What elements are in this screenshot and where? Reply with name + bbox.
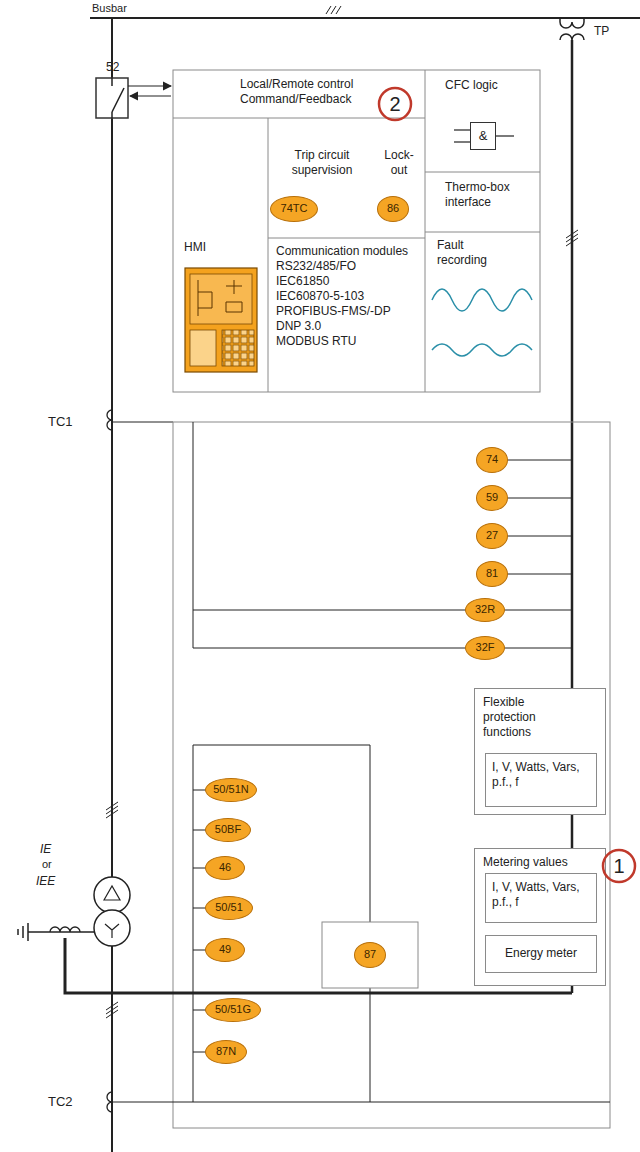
current-label: IEE [36,874,55,888]
metering-box: Metering values I, V, Watts, Vars, p.f., … [474,848,606,986]
function-code: 87 [364,948,376,962]
box-heading: Energy meter [492,946,590,961]
function-oval: 27 [476,523,508,549]
function-oval: 32F [465,636,505,660]
box-text: RS232/485/FO [276,259,417,274]
function-oval: 46 [205,856,245,880]
function-oval: 59 [476,485,508,511]
meter-box: Energy meter [485,935,597,973]
callout-number: 2 [378,92,412,116]
function-code: 74 [486,453,498,467]
box-heading: Thermo-box interface [445,180,520,210]
box-heading: I, V, Watts, Vars, p.f., f [492,760,590,790]
function-code: 32F [476,641,495,655]
function-oval: 74 [476,447,508,473]
box-text: PROFIBUS-FMS/-DP [276,304,417,319]
value-box: I, V, Watts, Vars, p.f., f [485,753,597,807]
function-oval: 86 [377,196,409,222]
function-code: 50BF [215,823,241,837]
ct-label: TC1 [48,414,73,430]
function-code: 87N [216,1045,236,1059]
function-code: 74TC [281,202,308,216]
box-heading: Fault recording [437,238,500,268]
function-oval: 50/51N [205,778,257,802]
box-heading: & [479,128,488,144]
function-oval: 50/51G [205,998,261,1022]
transformer-label: TP [594,24,609,38]
hmi-box: HMI [178,240,258,260]
box-heading: I, V, Watts, Vars, p.f., f [492,880,590,910]
device-number: 52 [106,60,119,74]
function-oval: 87N [205,1040,247,1064]
function-oval: 50/51 [205,896,253,920]
supervision-box: Trip circuit supervision Lock-out 74TC 86 [268,118,425,238]
box-text: DNP 3.0 [276,319,417,334]
box-heading: Metering values [483,855,597,870]
box-heading: HMI [184,240,252,255]
function-box: Flexible protection functions I, V, Watts… [474,688,606,815]
function-code: 81 [486,567,498,581]
ct-label: TC2 [48,1094,73,1110]
function-oval: 49 [205,938,245,962]
box-text: Lock-out [378,148,420,178]
function-code: 49 [219,943,231,957]
current-label: IE [40,842,51,856]
logic-box: CFC logic & [425,70,540,172]
box-heading: Flexible protection functions [483,695,555,740]
box-heading: Trip circuit supervision [276,148,368,178]
box-text: MODBUS RTU [276,334,417,349]
interface-box: Thermo-box interface [425,172,540,232]
function-code: 50/51N [213,783,248,797]
function-code: 32R [475,603,495,617]
function-oval: 50BF [205,818,251,842]
function-oval: 81 [476,561,508,587]
function-code: 59 [486,491,498,505]
communication-box: Communication modulesRS232/485/FOIEC6185… [268,238,425,392]
recording-box: Fault recording [425,232,540,276]
and-gate: & [470,122,496,150]
function-code: 46 [219,861,231,875]
callout-number: 1 [602,854,636,878]
function-oval: 87 [354,942,386,968]
function-oval: 32R [465,598,505,622]
function-code: 50/51G [215,1003,251,1017]
box-text: IEC60870-5-103 [276,289,417,304]
busbar-label: Busbar [92,2,127,15]
function-code: 50/51 [215,901,243,915]
function-code: 86 [387,202,399,216]
function-code: 27 [486,529,498,543]
box-heading: Communication modules [276,244,417,259]
box-heading: Local/Remote control Command/Feedback [240,77,372,107]
box-heading: CFC logic [445,78,520,93]
current-label: or [42,858,52,871]
box-text: IEC61850 [276,274,417,289]
function-oval: 74TC [270,196,318,222]
control-region: Local/Remote control Command/Feedback [236,74,376,116]
value-box: I, V, Watts, Vars, p.f., f [485,873,597,923]
